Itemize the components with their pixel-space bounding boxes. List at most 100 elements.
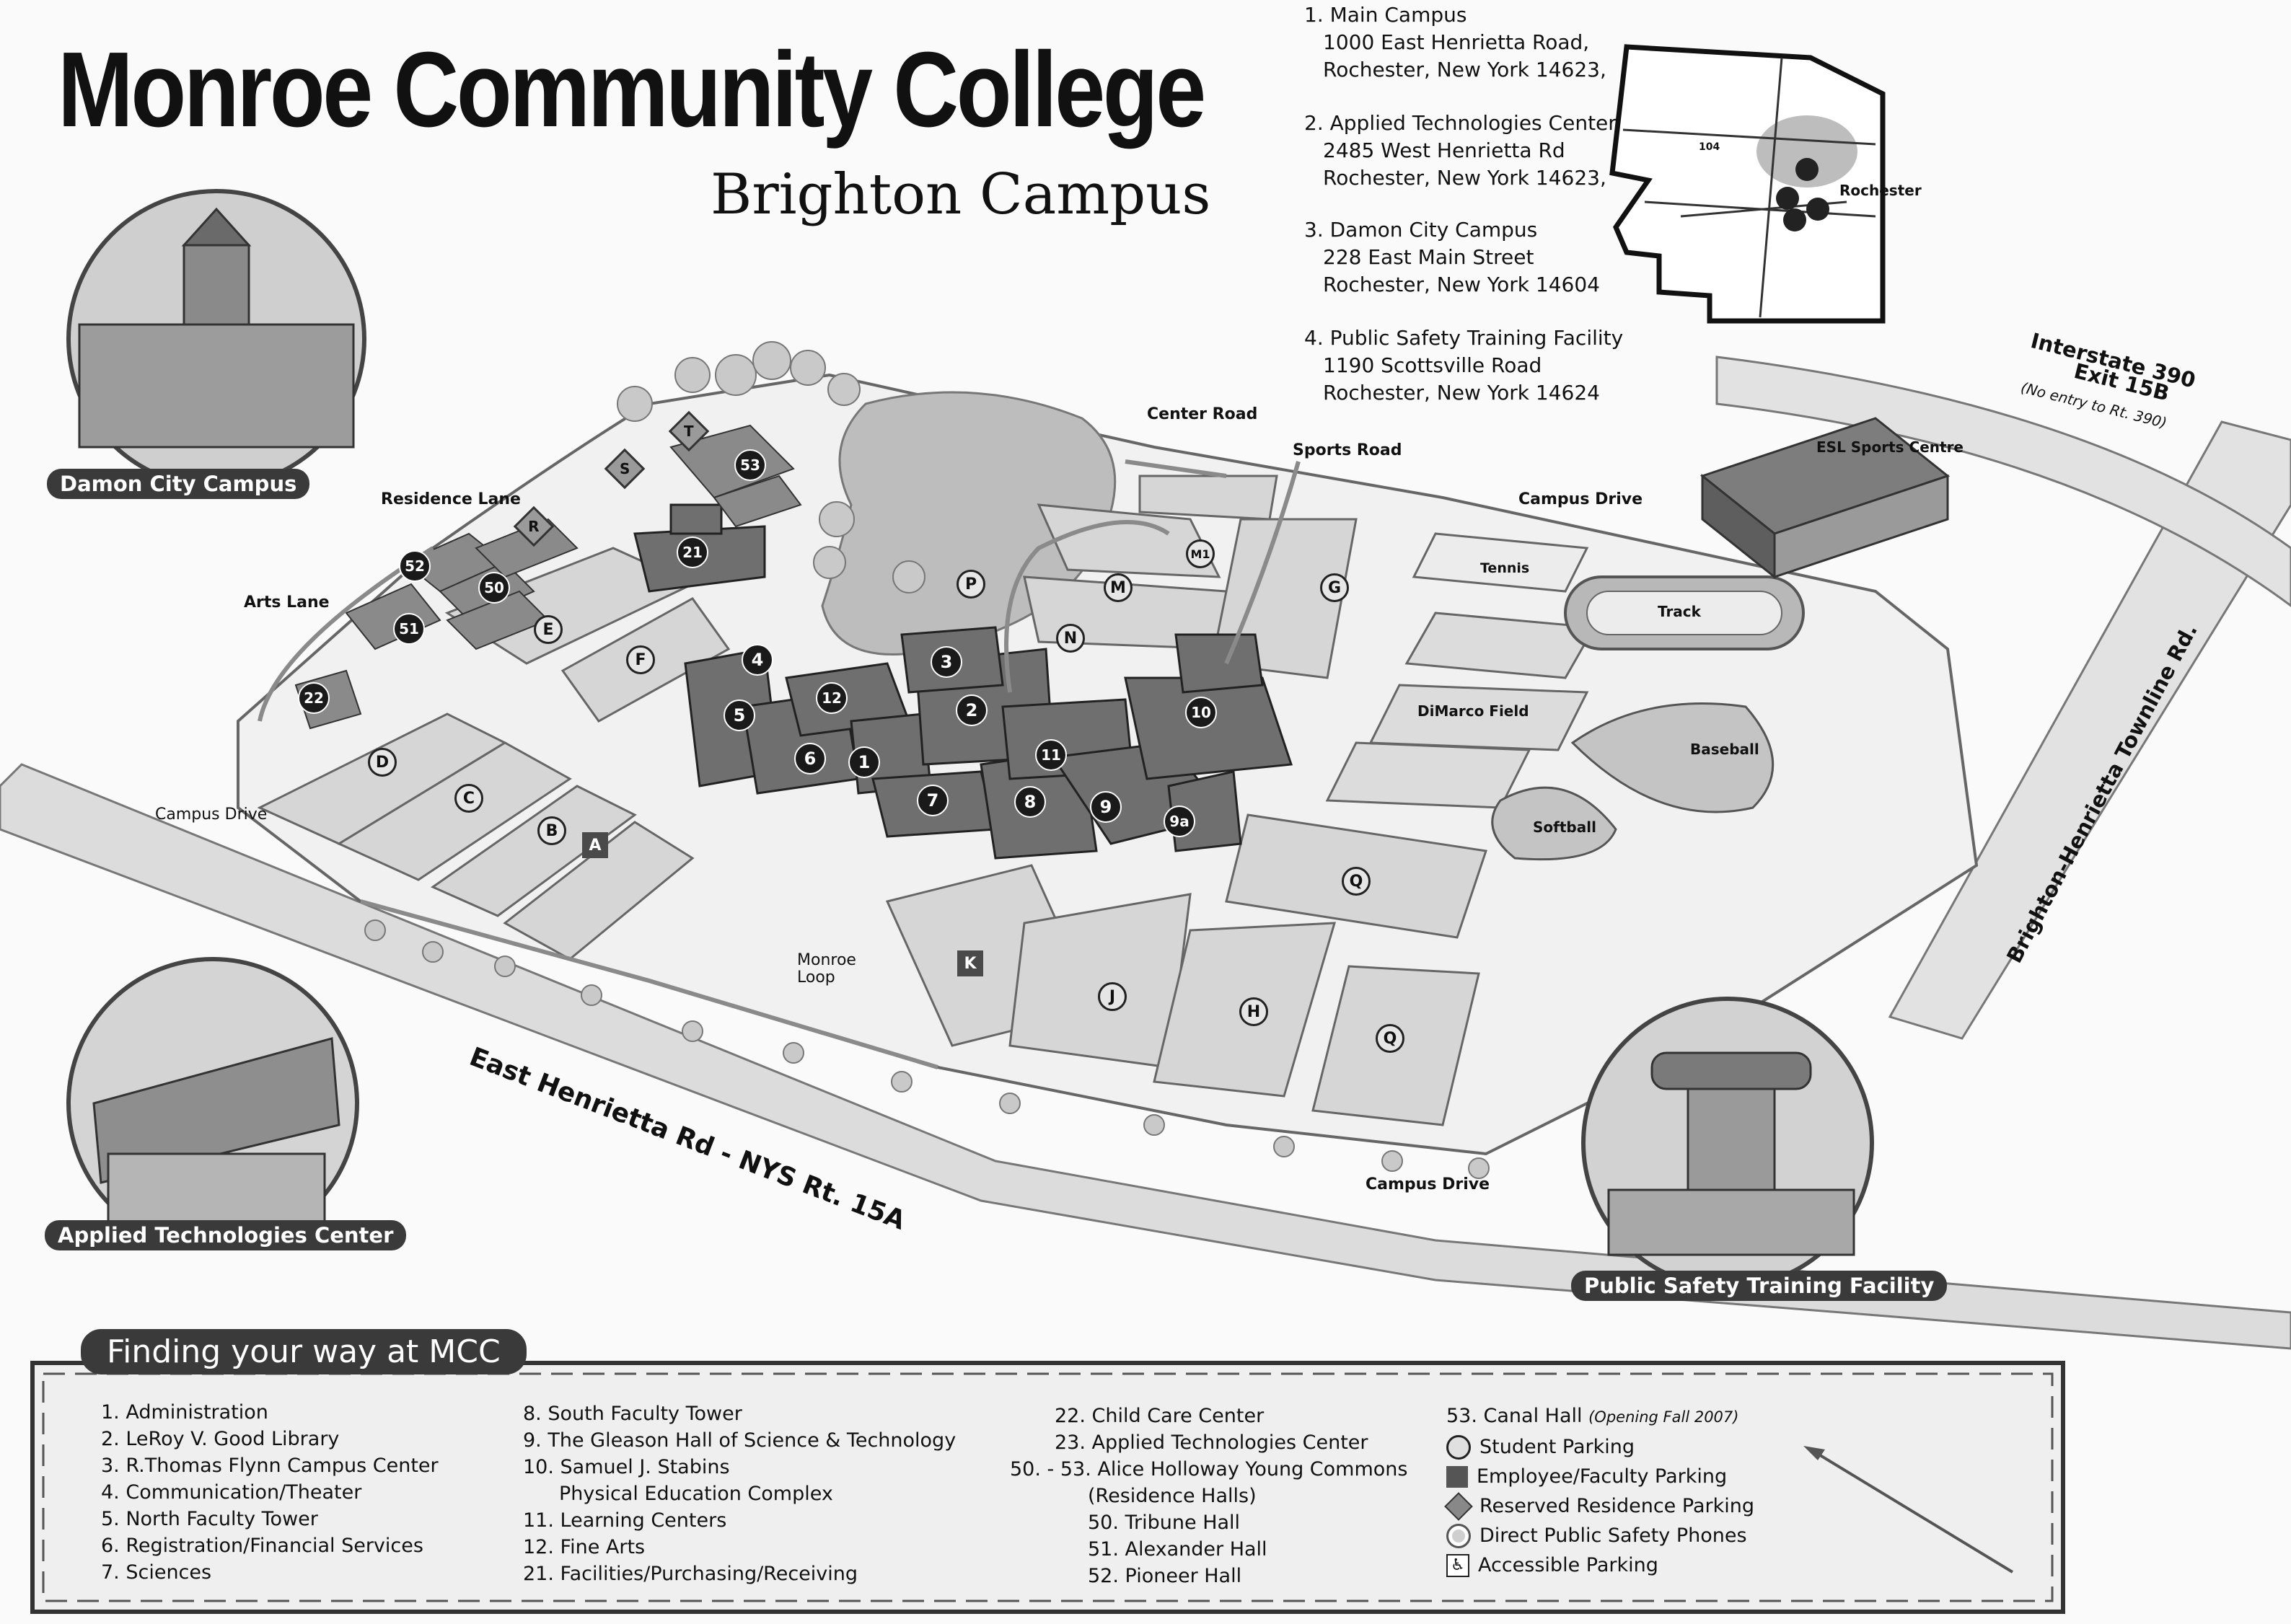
student-parking-marker: G <box>1320 573 1349 602</box>
label-track: Track <box>1658 603 1701 620</box>
athletic-fields <box>1325 532 1805 861</box>
safety-phone-icon <box>1446 1523 1471 1548</box>
building-marker: 2 <box>956 694 988 726</box>
badge-applied-technologies-center: Applied Technologies Center <box>45 1220 407 1250</box>
legend-item: 5. North Faculty Tower <box>101 1508 318 1530</box>
building-marker: 10 <box>1185 697 1217 728</box>
legend-col-2: 8. South Faculty Tower 9. The Gleason Ha… <box>523 1400 956 1587</box>
building-marker: 21 <box>677 537 708 568</box>
label-residence-lane: Residence Lane <box>381 490 521 508</box>
legend-frame <box>30 1361 2065 1614</box>
label-campus-drive-left: Campus Drive <box>155 806 268 824</box>
legend-item: 23. Applied Technologies Center <box>1055 1431 1368 1454</box>
building-marker: 3 <box>931 646 962 678</box>
parking-lots <box>257 475 1487 1126</box>
inset-map <box>1609 44 1886 324</box>
legend-key-employee-parking: Employee/Faculty Parking <box>1446 1463 1754 1490</box>
legend-item: 10. Samuel J. Stabins <box>523 1456 730 1478</box>
employee-parking-marker: K <box>957 950 983 976</box>
legend-item: 11. Learning Centers <box>523 1509 727 1532</box>
legend-heading: Finding your way at MCC <box>81 1329 527 1374</box>
campus-address-2: 2. Applied Technologies Center 2485 West… <box>1304 111 1617 190</box>
legend-col-3: 22. Child Care Center 23. Applied Techno… <box>1010 1403 1407 1589</box>
building-marker: 22 <box>298 682 330 714</box>
student-parking-marker: F <box>626 645 655 674</box>
student-parking-marker: D <box>368 748 397 777</box>
campus-address-4: 4. Public Safety Training Facility 1190 … <box>1304 326 1624 405</box>
student-parking-marker: Q <box>1342 867 1371 896</box>
esl-sports-centre <box>1699 417 1951 580</box>
label-esl-sports-centre: ESL Sports Centre <box>1816 438 1964 456</box>
legend-item: 6. Registration/Financial Services <box>101 1535 423 1557</box>
campus-address-3: 3. Damon City Campus 228 East Main Stree… <box>1304 218 1600 296</box>
legend-item: 53. Canal Hall (Opening Fall 2007) <box>1446 1405 1739 1427</box>
reserved-parking-icon <box>1444 1491 1473 1521</box>
label-baseball: Baseball <box>1690 741 1759 758</box>
building-marker: 12 <box>816 682 848 714</box>
photo-damon-city <box>66 189 366 489</box>
legend-col-4: 53. Canal Hall (Opening Fall 2007) Stude… <box>1444 1403 1754 1579</box>
building-marker: 52 <box>399 550 431 582</box>
legend-item: Physical Education Complex <box>559 1483 833 1505</box>
label-tennis: Tennis <box>1480 560 1530 576</box>
label-center-road: Center Road <box>1147 405 1258 423</box>
building-marker: 8 <box>1014 786 1046 818</box>
building-marker: 53 <box>734 449 766 481</box>
student-parking-marker: N <box>1056 624 1085 653</box>
building-marker: 1 <box>848 746 880 778</box>
legend-item: 12. Fine Arts <box>523 1536 646 1558</box>
student-parking-marker: Q <box>1376 1024 1404 1053</box>
legend-item: 4. Communication/Theater <box>101 1481 362 1504</box>
legend-item: 8. South Faculty Tower <box>523 1403 742 1425</box>
building-marker: 4 <box>742 644 773 676</box>
badge-damon-city-campus: Damon City Campus <box>47 469 310 499</box>
building-marker: 5 <box>724 700 755 731</box>
legend-item: 2. LeRoy V. Good Library <box>101 1428 340 1450</box>
legend-item: 22. Child Care Center <box>1055 1405 1265 1427</box>
legend-item: 7. Sciences <box>101 1561 212 1584</box>
label-dimarco-field: DiMarco Field <box>1417 702 1529 720</box>
reserved-parking-label: T <box>684 423 694 440</box>
legend-item: 21. Facilities/Purchasing/Receiving <box>523 1563 858 1585</box>
building-marker: 9a <box>1164 806 1195 837</box>
photo-public-safety <box>1581 997 1874 1289</box>
building-marker: 9 <box>1090 791 1122 823</box>
residence-halls <box>294 424 802 730</box>
legend-item: 51. Alexander Hall <box>1088 1538 1267 1561</box>
building-marker: 7 <box>917 785 949 816</box>
page-title: Monroe Community College <box>58 30 1206 149</box>
accessible-parking-icon: ♿ <box>1446 1553 1469 1577</box>
student-parking-marker: M1 <box>1186 539 1215 568</box>
label-sports-road: Sports Road <box>1293 441 1402 459</box>
legend-item: (Residence Halls) <box>1088 1485 1257 1507</box>
employee-parking-marker: A <box>582 832 608 858</box>
building-marker: 50 <box>478 572 510 604</box>
road-interstate-390 <box>1715 356 2291 607</box>
student-parking-marker: H <box>1239 997 1268 1026</box>
legend-key-student-parking: Student Parking <box>1446 1434 1754 1460</box>
employee-parking-icon <box>1446 1465 1468 1488</box>
label-softball: Softball <box>1533 818 1596 836</box>
student-parking-marker: M <box>1104 573 1133 602</box>
reserved-parking-label: S <box>619 460 630 477</box>
legend-item: 1. Administration <box>101 1401 268 1424</box>
legend-key-accessible-parking: ♿ Accessible Parking <box>1446 1552 1754 1579</box>
legend-item: 9. The Gleason Hall of Science & Technol… <box>523 1429 957 1452</box>
label-arts-lane: Arts Lane <box>244 593 330 612</box>
legend-key-safety-phones: Direct Public Safety Phones <box>1446 1522 1754 1549</box>
photo-applied-tech <box>66 957 359 1250</box>
student-parking-marker: B <box>537 816 566 845</box>
legend-col-1: 1. Administration 2. LeRoy V. Good Libra… <box>101 1399 439 1586</box>
building-marker: 51 <box>393 613 425 645</box>
legend-item: 3. R.Thomas Flynn Campus Center <box>101 1455 439 1477</box>
compass-arrow <box>1803 1446 2014 1574</box>
campus-address-1: 1. Main Campus 1000 East Henrietta Road,… <box>1304 3 1606 81</box>
label-campus-drive-top: Campus Drive <box>1518 490 1643 508</box>
legend-item: 52. Pioneer Hall <box>1088 1565 1242 1587</box>
student-parking-marker: E <box>534 615 563 644</box>
student-parking-marker: P <box>957 570 985 599</box>
student-parking-marker: C <box>454 784 483 813</box>
legend-key-reserved-parking: Reserved Residence Parking <box>1444 1491 1754 1521</box>
label-campus-drive-bottom: Campus Drive <box>1366 1175 1490 1193</box>
